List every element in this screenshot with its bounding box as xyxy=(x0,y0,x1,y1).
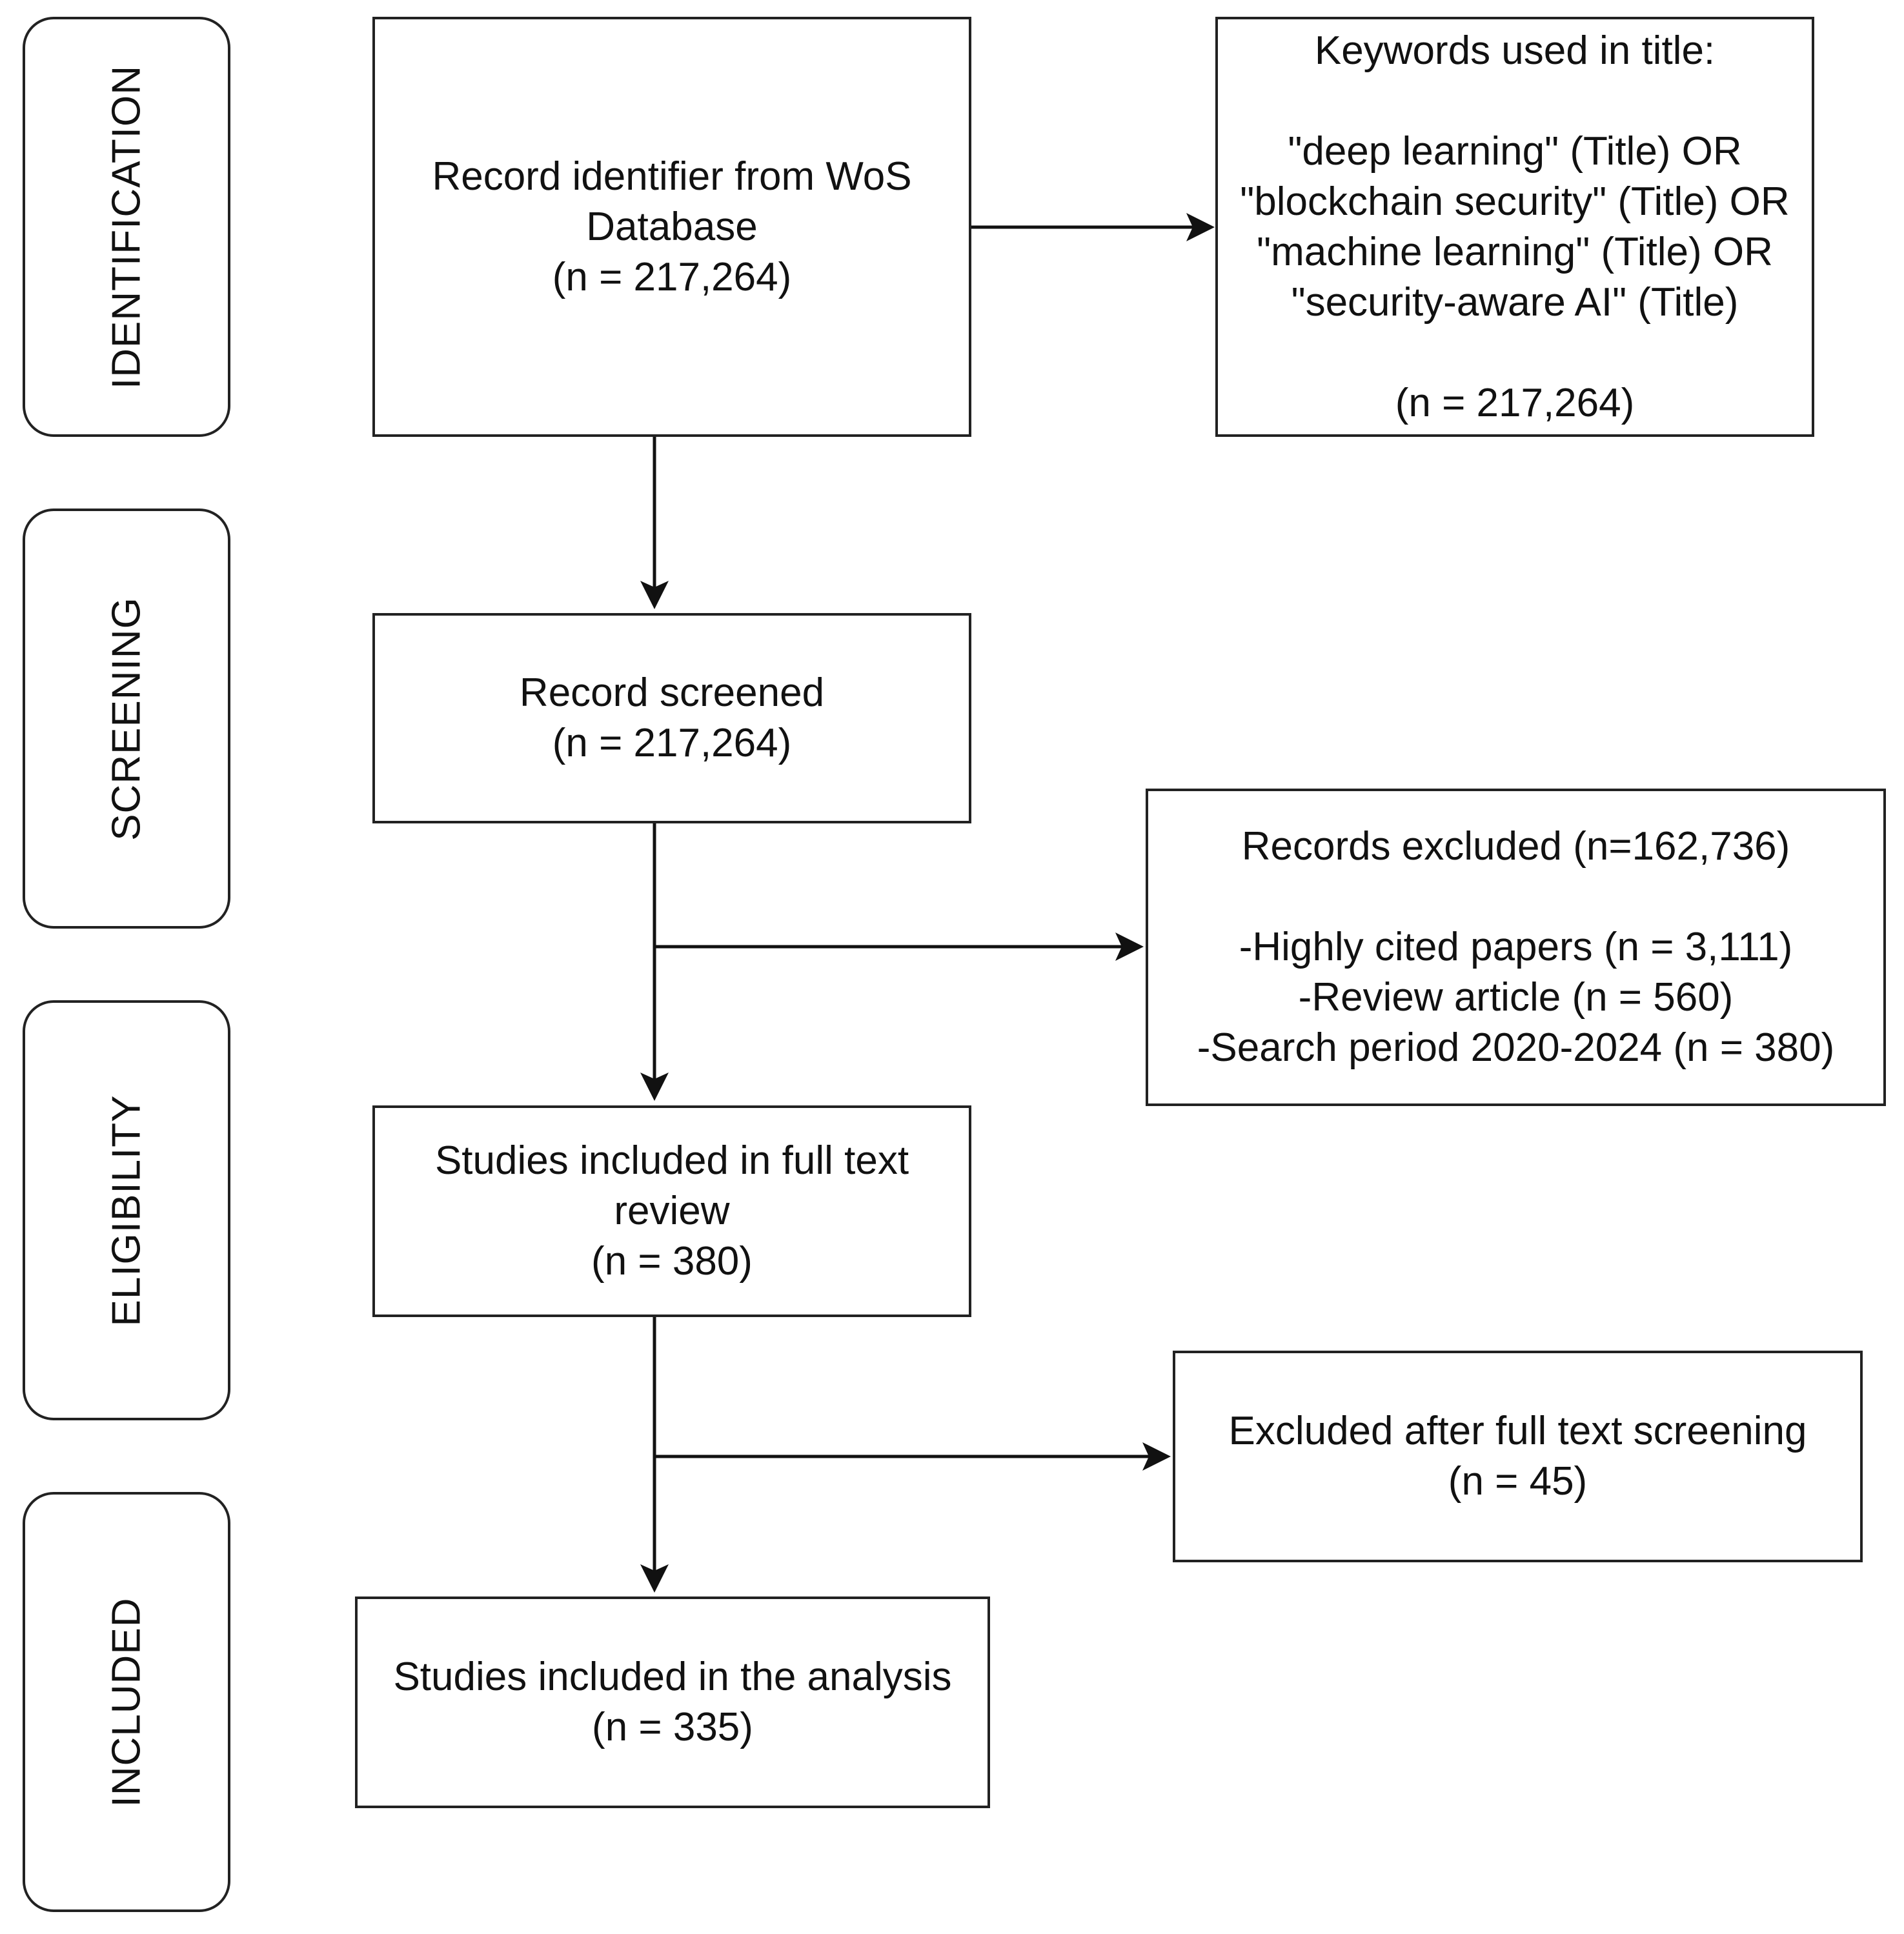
keyword-term: "blockchain security" (Title) OR xyxy=(1240,179,1790,224)
excluded-after-full-text-line1: Excluded after full text screening xyxy=(1228,1409,1807,1453)
phase-included: INCLUDED xyxy=(23,1492,230,1912)
record-identifier-line1: Record identifier from WoS xyxy=(432,154,912,199)
keyword-term: "security-aware AI" (Title) xyxy=(1291,279,1739,325)
records-excluded-item: -Review article (n = 560) xyxy=(1298,975,1734,1020)
records-excluded-item: -Highly cited papers (n = 3,111) xyxy=(1239,925,1793,969)
keyword-term: "deep learning" (Title) OR xyxy=(1288,128,1742,174)
box-record-screened: Record screened (n = 217,264) xyxy=(372,613,971,823)
arrowhead-fulltext xyxy=(640,1073,669,1101)
included-analysis-line1: Studies included in the analysis xyxy=(393,1655,952,1699)
arrowhead-records-excluded xyxy=(1115,932,1144,961)
phase-label-included: INCLUDED xyxy=(104,1597,149,1807)
arrowhead-included xyxy=(640,1564,669,1593)
phase-label-eligibility: ELIGIBILITY xyxy=(104,1094,149,1327)
full-text-review-line2: review xyxy=(614,1189,730,1233)
records-excluded-heading: Records excluded (n=162,736) xyxy=(1241,824,1790,869)
excluded-after-full-text-count: (n = 45) xyxy=(1448,1459,1588,1504)
record-identifier-count: (n = 217,264) xyxy=(552,254,792,299)
record-screened-count: (n = 217,264) xyxy=(552,721,792,765)
included-analysis-count: (n = 335) xyxy=(592,1705,753,1749)
full-text-review-count: (n = 380) xyxy=(591,1239,753,1284)
box-full-text-review: Studies included in full text review (n … xyxy=(372,1105,971,1317)
keyword-term: "machine learning" (Title) OR xyxy=(1257,229,1773,274)
phase-label-identification: IDENTIFICATION xyxy=(104,65,149,389)
arrowhead-keywords xyxy=(1186,213,1215,241)
arrowhead-excluded-fulltext xyxy=(1142,1442,1171,1471)
box-record-identifier: Record identifier from WoS Database (n =… xyxy=(372,17,971,437)
box-records-excluded: Records excluded (n=162,736) -Highly cit… xyxy=(1146,789,1886,1106)
arrowhead-screened xyxy=(640,581,669,609)
keywords-heading: Keywords used in title: xyxy=(1314,28,1716,73)
box-included-analysis: Studies included in the analysis (n = 33… xyxy=(355,1597,990,1808)
phase-screening: SCREENING xyxy=(23,509,230,929)
full-text-review-line1: Studies included in full text xyxy=(434,1138,909,1183)
record-screened-line1: Record screened xyxy=(519,670,825,715)
keywords-count: (n = 217,264) xyxy=(1395,380,1635,425)
box-keywords: Keywords used in title: "deep learning" … xyxy=(1215,17,1814,437)
records-excluded-item: -Search period 2020-2024 (n = 380) xyxy=(1197,1025,1835,1070)
record-identifier-line2: Database xyxy=(586,204,758,249)
box-excluded-after-full-text: Excluded after full text screening (n = … xyxy=(1173,1351,1863,1562)
phase-identification: IDENTIFICATION xyxy=(23,17,230,437)
phase-label-screening: SCREENING xyxy=(104,596,149,841)
phase-eligibility: ELIGIBILITY xyxy=(23,1000,230,1420)
